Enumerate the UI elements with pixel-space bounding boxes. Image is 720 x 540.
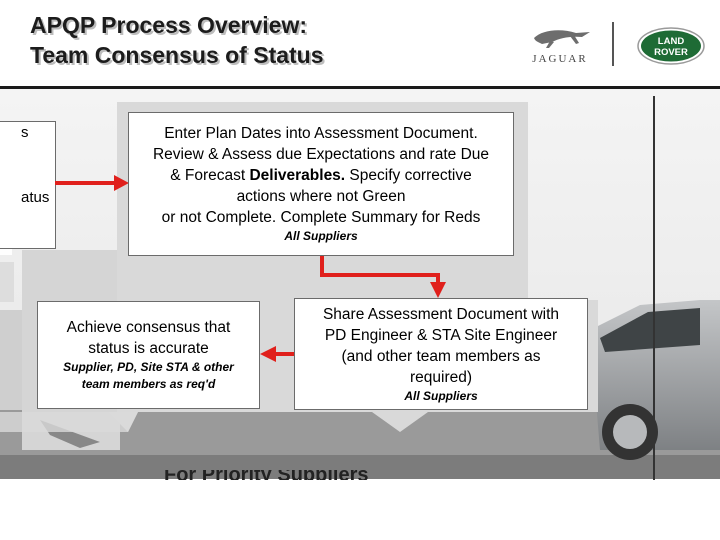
share-note: All Suppliers — [295, 388, 587, 405]
consensus-line2: status is accurate — [38, 338, 259, 359]
share-line1: Share Assessment Document with — [295, 304, 587, 325]
plan-line3: & Forecast Deliverables. Specify correct… — [129, 165, 513, 186]
share-assessment-box: Share Assessment Document with PD Engine… — [294, 298, 588, 410]
arrow-share-to-consensus-head — [260, 346, 276, 362]
plan-dates-box: Enter Plan Dates into Assessment Documen… — [128, 112, 514, 256]
plan-line3-post: Specify corrective — [345, 167, 472, 184]
consensus-box: Achieve consensus that status is accurat… — [37, 301, 260, 409]
plan-line3-pre: & Forecast — [170, 167, 249, 184]
arrow-plan-to-share — [322, 254, 438, 284]
share-line3: (and other team members as — [295, 346, 587, 367]
plan-line4: actions where not Green — [129, 186, 513, 207]
consensus-note1: Supplier, PD, Site STA & other — [38, 359, 259, 376]
arrow-to-plan-head — [114, 175, 129, 191]
plan-line1: Enter Plan Dates into Assessment Documen… — [129, 123, 513, 144]
share-line4: required) — [295, 367, 587, 388]
share-line2: PD Engineer & STA Site Engineer — [295, 325, 587, 346]
consensus-note2: team members as req'd — [38, 376, 259, 393]
consensus-line1: Achieve consensus that — [38, 317, 259, 338]
arrow-plan-to-share-head — [430, 282, 446, 298]
plan-note: All Suppliers — [129, 228, 513, 245]
plan-line3-bold: Deliverables. — [249, 167, 345, 184]
bottom-cropped-text: For Priority Suppliers — [164, 470, 404, 480]
plan-line5: or not Complete. Complete Summary for Re… — [129, 207, 513, 228]
plan-line2: Review & Assess due Expectations and rat… — [129, 144, 513, 165]
